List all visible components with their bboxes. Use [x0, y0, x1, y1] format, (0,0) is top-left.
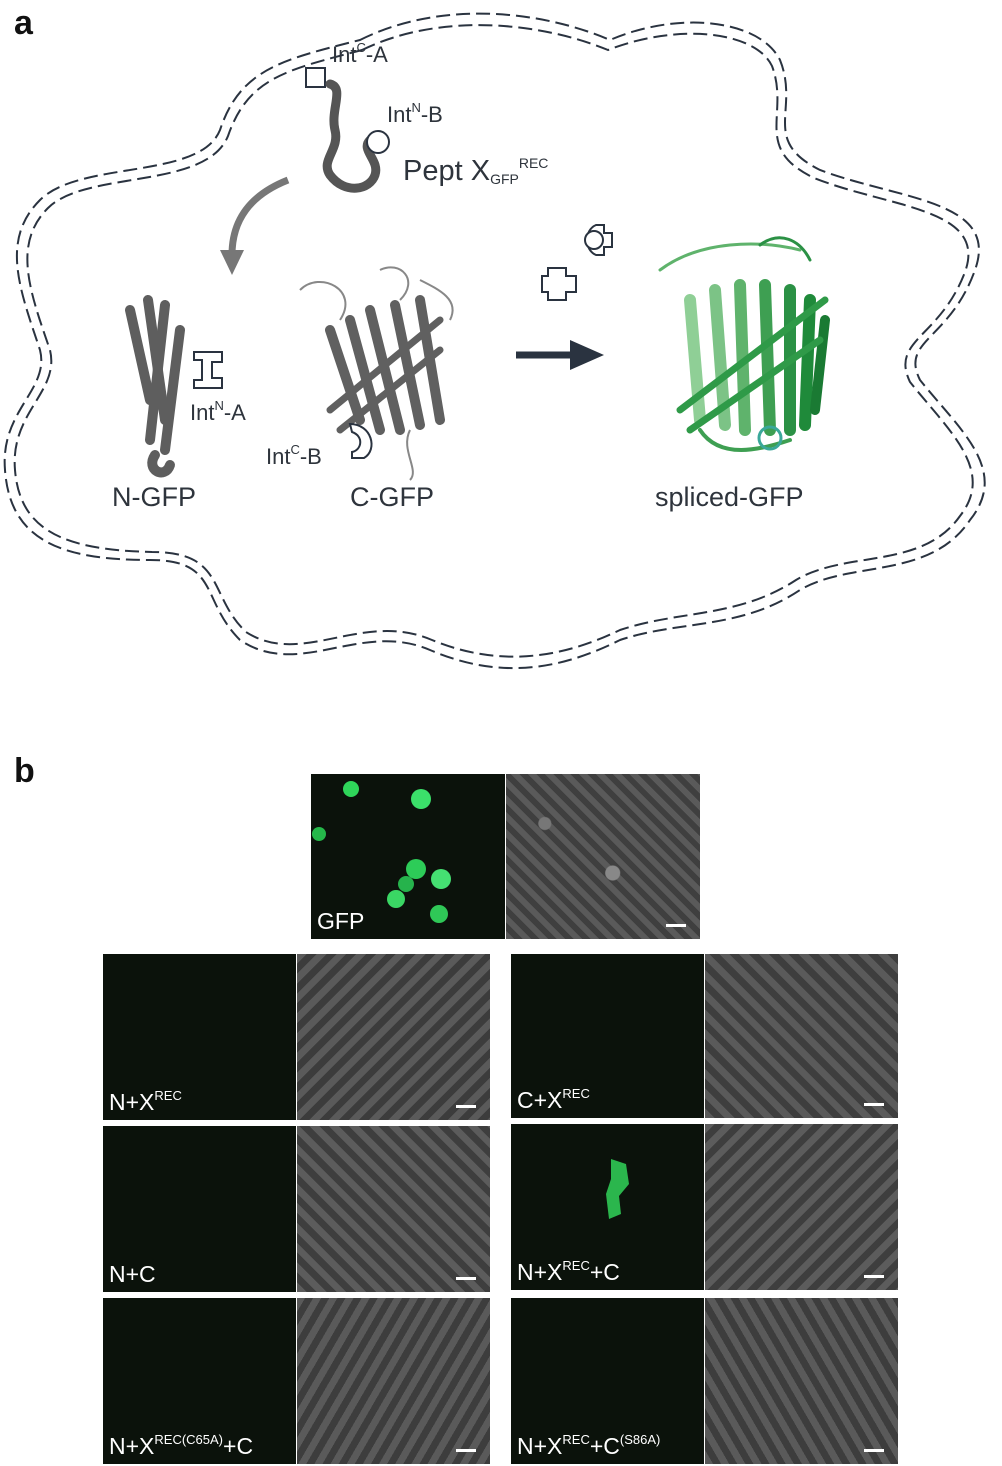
left-row1-phase [297, 954, 490, 1120]
left-row3-phase [297, 1298, 490, 1464]
right-row2-fluorescence: N+XREC+C [511, 1124, 704, 1290]
left-row1-fluorescence: N+XREC [103, 954, 296, 1120]
int-c-b-connector-icon [348, 422, 373, 459]
scale-bar [864, 1103, 884, 1106]
right-row2-phase [705, 1124, 898, 1290]
right-row1-fluorescence: C+XREC [511, 954, 704, 1118]
left-row3-fluorescence: N+XREC(C65A)+C [103, 1298, 296, 1464]
gfp-label: GFP [317, 908, 365, 934]
scale-bar [666, 924, 686, 927]
right-row1-phase [705, 954, 898, 1118]
int-n-a-connector-icon [193, 351, 223, 389]
panel-a-letter: a [14, 4, 33, 42]
right-row3-label: N+XREC+C(S86A) [517, 1432, 661, 1459]
gfp-fluorescence-image: GFP [311, 774, 505, 939]
left-row2-fluorescence: N+C [103, 1126, 296, 1292]
right-row3-phase [705, 1298, 898, 1464]
scale-bar [864, 1449, 884, 1452]
left-row2-label: N+C [109, 1261, 156, 1287]
peptide-ribbon [322, 79, 381, 193]
int-c-a-square-icon [305, 67, 326, 88]
scale-bar [456, 1449, 476, 1452]
gfp-phase-image [506, 774, 700, 939]
scale-bar [456, 1277, 476, 1280]
cell-membrane-inner [13, 24, 974, 658]
spliced-gfp-structure [658, 236, 830, 452]
c-gfp-label: C-GFP [350, 482, 434, 512]
scale-bar [456, 1105, 476, 1108]
right-row3-fluorescence: N+XREC+C(S86A) [511, 1298, 704, 1464]
c-gfp-structure [325, 295, 445, 435]
left-row3-label: N+XREC(C65A)+C [109, 1432, 254, 1459]
scale-bar [864, 1275, 884, 1278]
left-row2-phase [297, 1126, 490, 1292]
cell-membrane-outer [3, 12, 986, 670]
right-row2-label: N+XREC+C [517, 1258, 620, 1285]
pept-x-label: Pept XGFPREC [403, 155, 549, 187]
left-row1-label: N+XREC [109, 1088, 182, 1115]
int-c-a-label: IntC-A [332, 40, 388, 67]
spliced-int-square-icon [541, 267, 577, 301]
int-n-b-circle-icon [366, 130, 390, 154]
panel-b-letter: b [14, 752, 35, 790]
n-gfp-structure [125, 295, 185, 478]
n-gfp-label: N-GFP [112, 482, 196, 512]
int-c-b-label: IntC-B [266, 442, 322, 469]
int-n-a-label: IntN-A [190, 398, 246, 425]
panel-a-diagram [3, 12, 986, 670]
curved-arrow-icon [228, 176, 290, 256]
right-row1-label: C+XREC [517, 1086, 590, 1113]
int-n-b-label: IntN-B [387, 100, 443, 127]
spliced-gfp-label: spliced-GFP [655, 482, 804, 512]
